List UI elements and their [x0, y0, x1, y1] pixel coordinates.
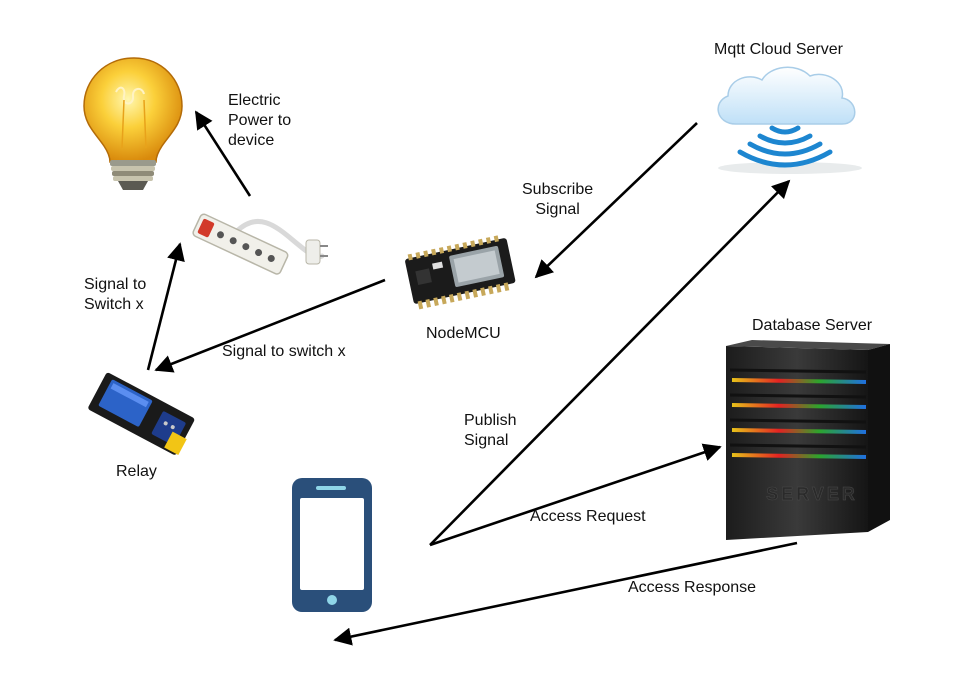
relay-module-icon	[88, 372, 195, 456]
edge-label-relay-to-strip: Signal to Switch x	[84, 275, 146, 315]
edge-label-line: Power to	[228, 112, 292, 129]
arrow-mqtt-to-nodemcu	[534, 122, 698, 279]
arrows	[146, 110, 798, 646]
edge-label-access-response: Access Response	[628, 579, 757, 596]
edge-label-line: Switch x	[84, 296, 144, 313]
edge-label-line: Subscribe	[522, 181, 594, 198]
arrow-phone-to-mqtt	[429, 179, 791, 546]
edge-label-line: Publish	[464, 412, 517, 429]
arrow-nodemcu-to-relay	[154, 278, 386, 373]
database-server-label: Database Server	[752, 317, 873, 334]
mqtt-server-label: Mqtt Cloud Server	[714, 41, 843, 58]
edge-label-line: Signal	[464, 432, 509, 449]
arrow-relay-to-strip	[146, 242, 185, 371]
edge-label-nodemcu-to-relay: Signal to switch x	[222, 343, 346, 360]
edge-label-phone-to-mqtt: Publish Signal	[464, 411, 516, 451]
edge-label-access-request: Access Request	[530, 508, 646, 525]
nodemcu-label: NodeMCU	[426, 325, 501, 342]
cloud-icon	[717, 66, 862, 174]
light-bulb-icon	[83, 57, 183, 190]
edge-label-line: device	[228, 132, 275, 149]
power-strip-icon	[192, 213, 328, 275]
edge-label-mqtt-to-nodemcu: Subscribe Signal	[522, 180, 593, 220]
smartphone-icon	[292, 478, 372, 612]
relay-label: Relay	[116, 463, 157, 480]
edge-label-line: Signal to	[84, 276, 147, 293]
arrow-db-to-phone	[333, 541, 798, 646]
arrow-strip-to-bulb	[194, 110, 252, 197]
edge-label-line: Electric	[228, 92, 281, 109]
server-rack-text: SERVER	[766, 484, 858, 504]
server-rack-icon: SERVER	[726, 340, 890, 540]
edge-label-line: Signal	[535, 201, 580, 218]
arrow-phone-to-db	[429, 443, 722, 547]
nodemcu-board-icon	[405, 235, 516, 310]
edge-label-power-to-device: Electric Power to device	[228, 91, 291, 151]
